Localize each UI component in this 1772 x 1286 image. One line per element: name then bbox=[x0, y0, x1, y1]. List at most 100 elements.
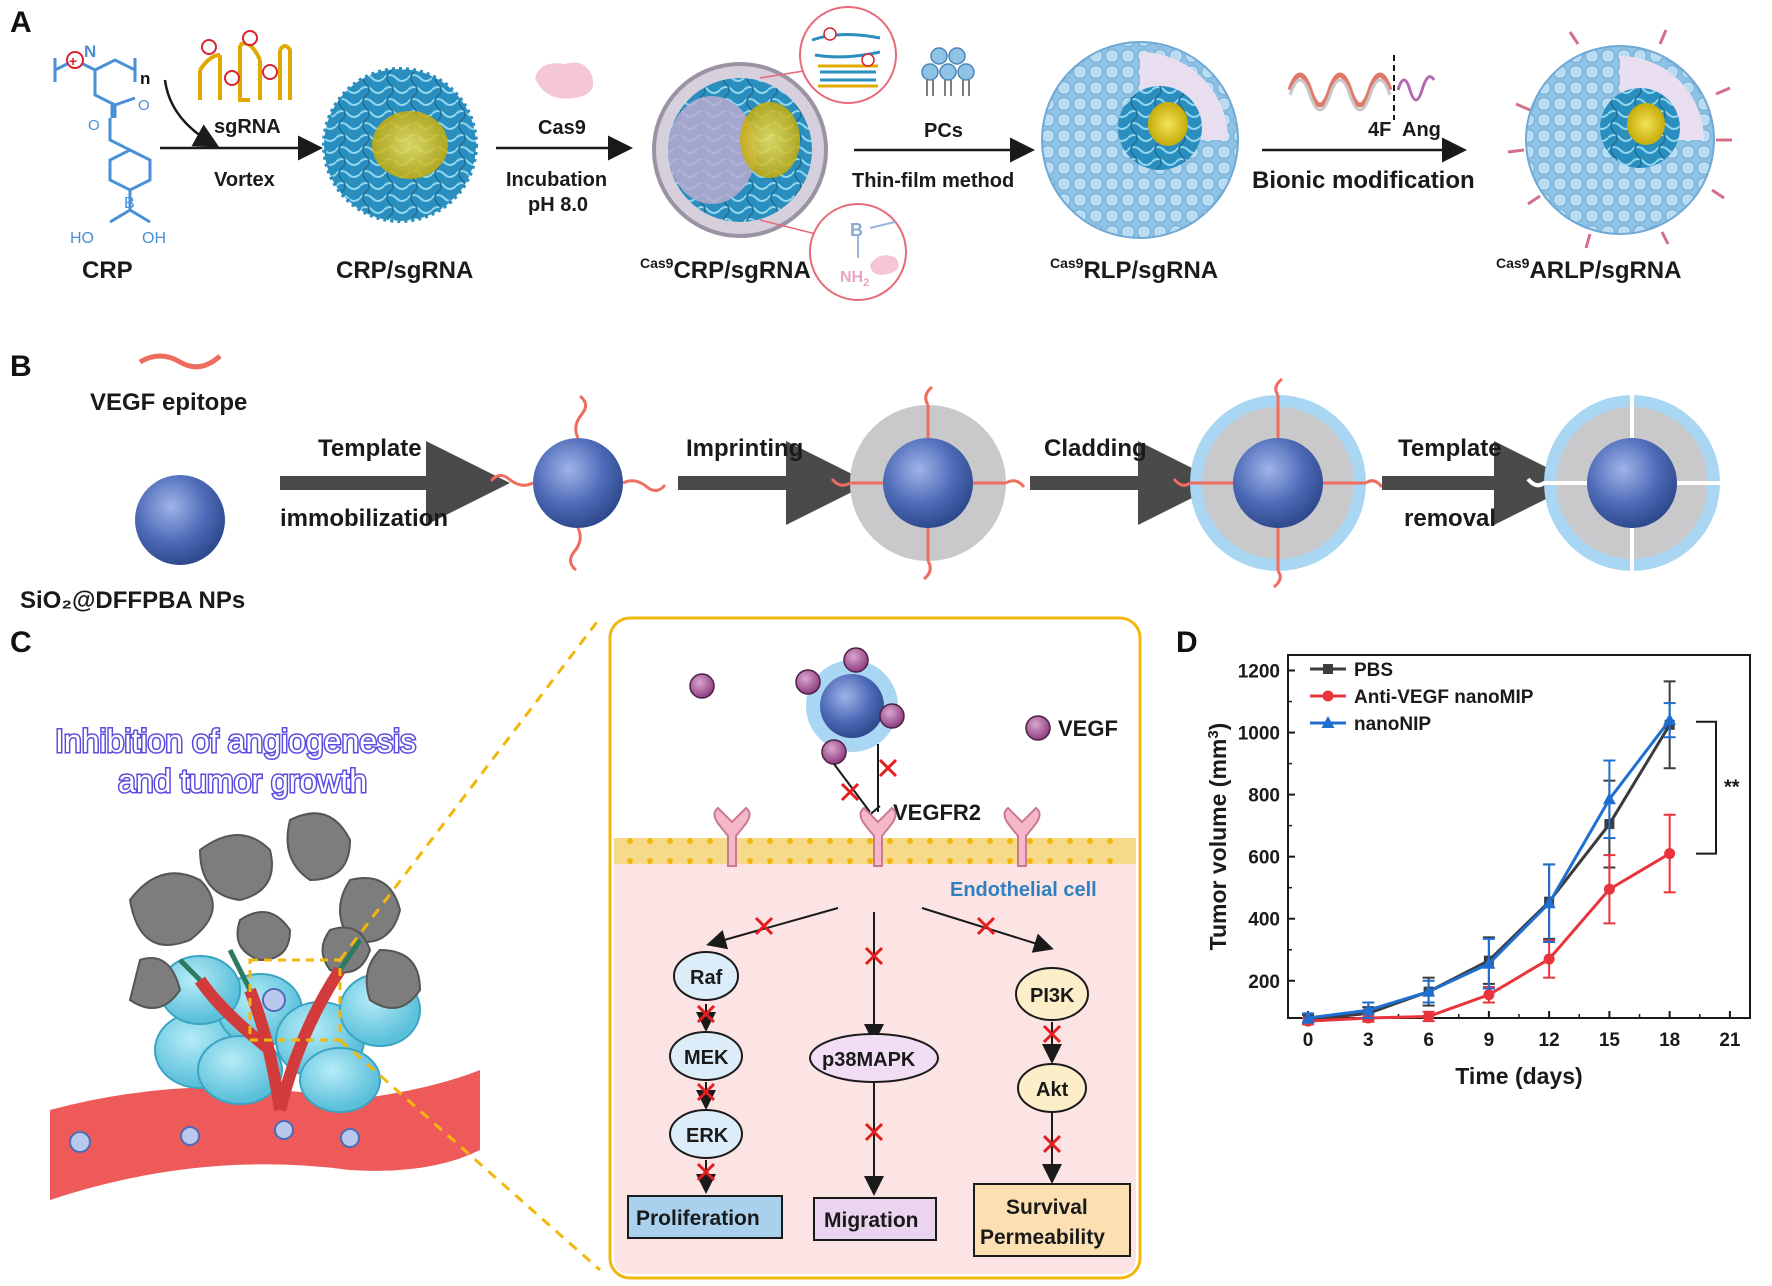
svg-text:Permeability: Permeability bbox=[980, 1226, 1105, 1249]
svg-text:Template: Template bbox=[318, 435, 422, 462]
legend-label: PBS bbox=[1354, 660, 1393, 681]
data-point bbox=[1301, 1011, 1315, 1023]
minus-charges bbox=[201, 30, 278, 86]
x-axis-label: Time (days) bbox=[1455, 1063, 1582, 1089]
x-tick-label: 0 bbox=[1303, 1030, 1314, 1051]
panel-b-letter: B bbox=[10, 350, 32, 383]
epitope-icon bbox=[138, 353, 222, 370]
zoom-circle-bottom bbox=[759, 203, 907, 301]
zoom-circle-top bbox=[759, 6, 897, 104]
x-tick-label: 3 bbox=[1363, 1030, 1374, 1051]
zoom-line-top bbox=[338, 617, 602, 961]
x-tick-label: 9 bbox=[1484, 1030, 1495, 1051]
svg-text:PCs: PCs bbox=[924, 120, 963, 142]
svg-text:MEK: MEK bbox=[684, 1047, 729, 1069]
cas9-rlp-label: Cas9RLP/sgRNA bbox=[1050, 255, 1218, 284]
x-tick-label: 6 bbox=[1423, 1030, 1434, 1051]
svg-text:Migration: Migration bbox=[824, 1209, 919, 1232]
np-with-epitopes bbox=[489, 394, 667, 572]
data-point bbox=[1422, 984, 1436, 997]
mechanism-box: VEGF VEGFR2 Endothelial cell bbox=[608, 616, 1142, 1280]
panel-a: A + N n O O B HO OH CRP sgRNA bbox=[10, 6, 1732, 301]
svg-text:Raf: Raf bbox=[690, 967, 723, 989]
vegfr2-receptors bbox=[713, 806, 1041, 867]
svg-text:NH2: NH2 bbox=[840, 269, 869, 289]
svg-text:Ang: Ang bbox=[1402, 119, 1441, 141]
svg-text:HO: HO bbox=[70, 230, 94, 247]
sio2-np bbox=[135, 475, 225, 565]
svg-text:O: O bbox=[138, 97, 150, 114]
y-axis-label: Tumor volume (mm3) bbox=[1205, 723, 1231, 951]
svg-text:immobilization: immobilization bbox=[280, 505, 448, 532]
cas9-blob-icon bbox=[535, 62, 594, 99]
crp-structure bbox=[53, 58, 152, 224]
svg-text:PI3K: PI3K bbox=[1030, 985, 1075, 1007]
vegf-legend-icon bbox=[1025, 715, 1051, 741]
cas9-rlp-sphere bbox=[1041, 41, 1239, 239]
svg-text:Bionic modification: Bionic modification bbox=[1252, 167, 1475, 194]
crp-label: CRP bbox=[82, 257, 133, 284]
svg-text:O: O bbox=[88, 117, 100, 134]
data-point bbox=[1361, 1003, 1375, 1016]
x-tick-label: 21 bbox=[1719, 1030, 1741, 1051]
svg-text:sgRNA: sgRNA bbox=[214, 116, 281, 138]
node-akt bbox=[1017, 1063, 1087, 1113]
crp-sgrna-sphere bbox=[322, 67, 478, 223]
svg-text:ERK: ERK bbox=[686, 1125, 729, 1147]
crp-sgrna-label: CRP/sgRNA bbox=[336, 257, 473, 284]
cas9-arlp-label: Cas9ARLP/sgRNA bbox=[1496, 255, 1681, 284]
svg-text:Template: Template bbox=[1398, 435, 1502, 462]
svg-text:Proliferation: Proliferation bbox=[636, 1207, 760, 1230]
svg-text:Survival: Survival bbox=[1006, 1196, 1088, 1219]
legend-marker bbox=[1322, 690, 1334, 702]
data-point bbox=[1482, 956, 1496, 969]
vegf-molecule bbox=[689, 673, 715, 699]
endothelial-label: Endothelial cell bbox=[950, 879, 1097, 901]
legend-label: Anti-VEGF nanoMIP bbox=[1354, 687, 1534, 708]
svg-text:Vortex: Vortex bbox=[214, 169, 275, 191]
svg-text:4F: 4F bbox=[1368, 119, 1391, 141]
svg-text:Cas9: Cas9 bbox=[538, 117, 586, 139]
svg-text:+: + bbox=[69, 53, 77, 69]
y-tick-label: 600 bbox=[1248, 848, 1280, 869]
plot-frame bbox=[1287, 654, 1751, 1019]
outcome-proliferation bbox=[627, 1195, 783, 1239]
svg-text:B: B bbox=[850, 220, 863, 240]
node-erk bbox=[669, 1109, 743, 1159]
svg-text:p38MAPK: p38MAPK bbox=[822, 1049, 916, 1071]
svg-text:Incubation: Incubation bbox=[506, 169, 607, 191]
cas9-arlp-sphere bbox=[1507, 29, 1732, 249]
data-point bbox=[1602, 792, 1616, 805]
block-x-marks bbox=[840, 758, 898, 802]
phospholipid-icon bbox=[921, 47, 975, 96]
data-point bbox=[1664, 848, 1676, 860]
y-tick-label: 400 bbox=[1248, 910, 1280, 931]
vegf-legend-label: VEGF bbox=[1058, 716, 1118, 741]
node-p38mapk bbox=[809, 1033, 939, 1083]
svg-text:OH: OH bbox=[142, 230, 166, 247]
svg-text:Akt: Akt bbox=[1036, 1079, 1069, 1101]
headline-line-2: and tumor growth bbox=[118, 763, 367, 799]
panel-a-letter: A bbox=[10, 6, 32, 39]
tumor-illustration bbox=[50, 617, 602, 1272]
data-point bbox=[1603, 883, 1615, 895]
svg-text:Thin-film method: Thin-film method bbox=[852, 170, 1014, 192]
epitope-label: VEGF epitope bbox=[90, 389, 247, 416]
plus-charge-icon bbox=[66, 51, 84, 69]
np-label: SiO₂@DFFPBA NPs bbox=[20, 587, 245, 614]
node-raf bbox=[673, 951, 739, 1001]
outcome-survival bbox=[973, 1183, 1131, 1257]
peptide-helix-icon bbox=[1287, 55, 1436, 120]
data-point bbox=[1483, 989, 1495, 1001]
data-point bbox=[1543, 953, 1555, 965]
y-tick-label: 1200 bbox=[1238, 662, 1280, 683]
crp-n-subscript: n bbox=[140, 69, 150, 88]
svg-text:B: B bbox=[124, 195, 135, 212]
svg-text:pH 8.0: pH 8.0 bbox=[528, 194, 588, 216]
y-tick-label: 800 bbox=[1248, 786, 1280, 807]
data-point bbox=[1423, 1010, 1435, 1022]
significance-bracket bbox=[1696, 720, 1717, 855]
svg-text:Cladding: Cladding bbox=[1044, 435, 1147, 462]
panel-c-letter: C bbox=[10, 626, 32, 659]
